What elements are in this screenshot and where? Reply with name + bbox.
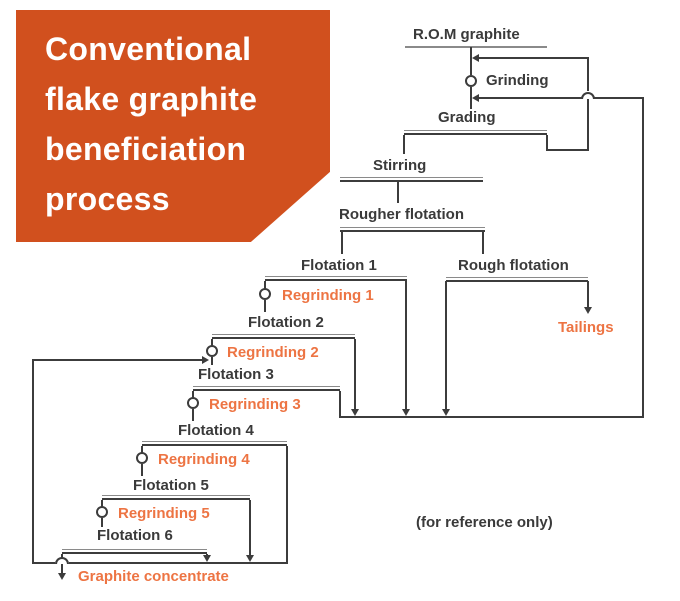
flotation-4-bar xyxy=(142,441,287,446)
flow-line xyxy=(546,135,548,151)
title-line-3: beneficiation xyxy=(45,131,247,167)
flow-line xyxy=(69,562,288,564)
flotation-2-bar xyxy=(212,334,355,339)
stirring-bar xyxy=(340,177,483,182)
flow-line xyxy=(482,232,484,254)
flow-line xyxy=(445,281,447,410)
arrow-down-icon xyxy=(203,555,211,562)
flow-line xyxy=(341,232,343,254)
node-grinding: Grinding xyxy=(486,72,549,89)
title-line-4: process xyxy=(45,181,170,217)
line-hop xyxy=(55,557,69,564)
flow-line xyxy=(32,359,34,564)
flotation-5-bar xyxy=(102,495,250,500)
flow-line xyxy=(339,416,644,418)
grinding-circle xyxy=(465,75,477,87)
flow-line xyxy=(478,57,588,59)
flow-line xyxy=(33,562,55,564)
flotation-3-bar xyxy=(193,386,340,391)
node-rough-flotation: Rough flotation xyxy=(458,257,569,274)
arrow-left-icon xyxy=(472,54,479,62)
flow-line xyxy=(61,564,63,574)
title-banner: Conventional flake graphite beneficiatio… xyxy=(16,10,330,242)
flow-line xyxy=(141,464,143,476)
flow-line xyxy=(594,97,644,99)
flow-line xyxy=(141,446,143,453)
node-rougher-flotation: Rougher flotation xyxy=(339,206,464,223)
arrow-down-icon xyxy=(351,409,359,416)
arrow-down-icon xyxy=(442,409,450,416)
regrinding-4-circle xyxy=(136,452,148,464)
rom-underline xyxy=(405,46,547,48)
reference-note: (for reference only) xyxy=(416,514,553,531)
node-graphite-concentrate: Graphite concentrate xyxy=(78,568,229,585)
flow-line xyxy=(101,500,103,507)
rough-flotation-bar xyxy=(446,277,588,282)
flotation-6-bar xyxy=(62,549,207,554)
page-title: Conventional flake graphite beneficiatio… xyxy=(45,24,257,224)
node-regrinding-3: Regrinding 3 xyxy=(209,396,301,413)
flow-line xyxy=(547,149,589,151)
node-flotation-1: Flotation 1 xyxy=(301,257,377,274)
rougher-flotation-bar xyxy=(340,227,485,232)
node-grading: Grading xyxy=(438,109,496,126)
flow-line xyxy=(405,281,407,410)
regrinding-1-circle xyxy=(259,288,271,300)
flow-line xyxy=(264,281,266,289)
regrinding-5-circle xyxy=(96,506,108,518)
flow-line xyxy=(192,391,194,398)
node-regrinding-1: Regrinding 1 xyxy=(282,287,374,304)
node-flotation-5: Flotation 5 xyxy=(133,477,209,494)
regrinding-2-circle xyxy=(206,345,218,357)
flow-line xyxy=(32,359,202,361)
node-regrinding-5: Regrinding 5 xyxy=(118,505,210,522)
flow-line xyxy=(211,357,213,365)
arrow-down-icon xyxy=(402,409,410,416)
flow-line xyxy=(470,47,472,75)
flow-line xyxy=(397,182,399,203)
node-regrinding-4: Regrinding 4 xyxy=(158,451,250,468)
flow-line xyxy=(587,99,589,151)
flow-line xyxy=(61,554,63,558)
grading-bar xyxy=(404,130,547,135)
flow-line xyxy=(249,500,251,556)
node-rom-graphite: R.O.M graphite xyxy=(413,26,520,43)
flow-line xyxy=(403,135,405,154)
line-hop xyxy=(581,92,595,99)
arrow-down-icon xyxy=(584,307,592,314)
flow-line xyxy=(192,409,194,421)
flow-line xyxy=(354,339,356,410)
flow-line xyxy=(478,97,582,99)
arrow-right-icon xyxy=(202,356,209,364)
flow-line xyxy=(211,339,213,346)
node-flotation-6: Flotation 6 xyxy=(97,527,173,544)
node-tailings: Tailings xyxy=(558,319,614,336)
flow-line xyxy=(286,446,288,564)
arrow-left-icon xyxy=(472,94,479,102)
flow-line xyxy=(264,300,266,312)
arrow-down-icon xyxy=(58,573,66,580)
node-flotation-2: Flotation 2 xyxy=(248,314,324,331)
node-flotation-4: Flotation 4 xyxy=(178,422,254,439)
flow-line xyxy=(339,391,341,418)
flow-line xyxy=(587,57,589,91)
node-regrinding-2: Regrinding 2 xyxy=(227,344,319,361)
arrow-down-icon xyxy=(246,555,254,562)
flow-line xyxy=(470,87,472,109)
flotation-1-bar xyxy=(265,276,407,281)
flow-line xyxy=(101,518,103,527)
regrinding-3-circle xyxy=(187,397,199,409)
node-flotation-3: Flotation 3 xyxy=(198,366,274,383)
node-stirring: Stirring xyxy=(373,157,427,174)
flow-line xyxy=(587,281,589,308)
title-line-2: flake graphite xyxy=(45,81,258,117)
flow-line xyxy=(642,97,644,417)
title-line-1: Conventional xyxy=(45,31,252,67)
